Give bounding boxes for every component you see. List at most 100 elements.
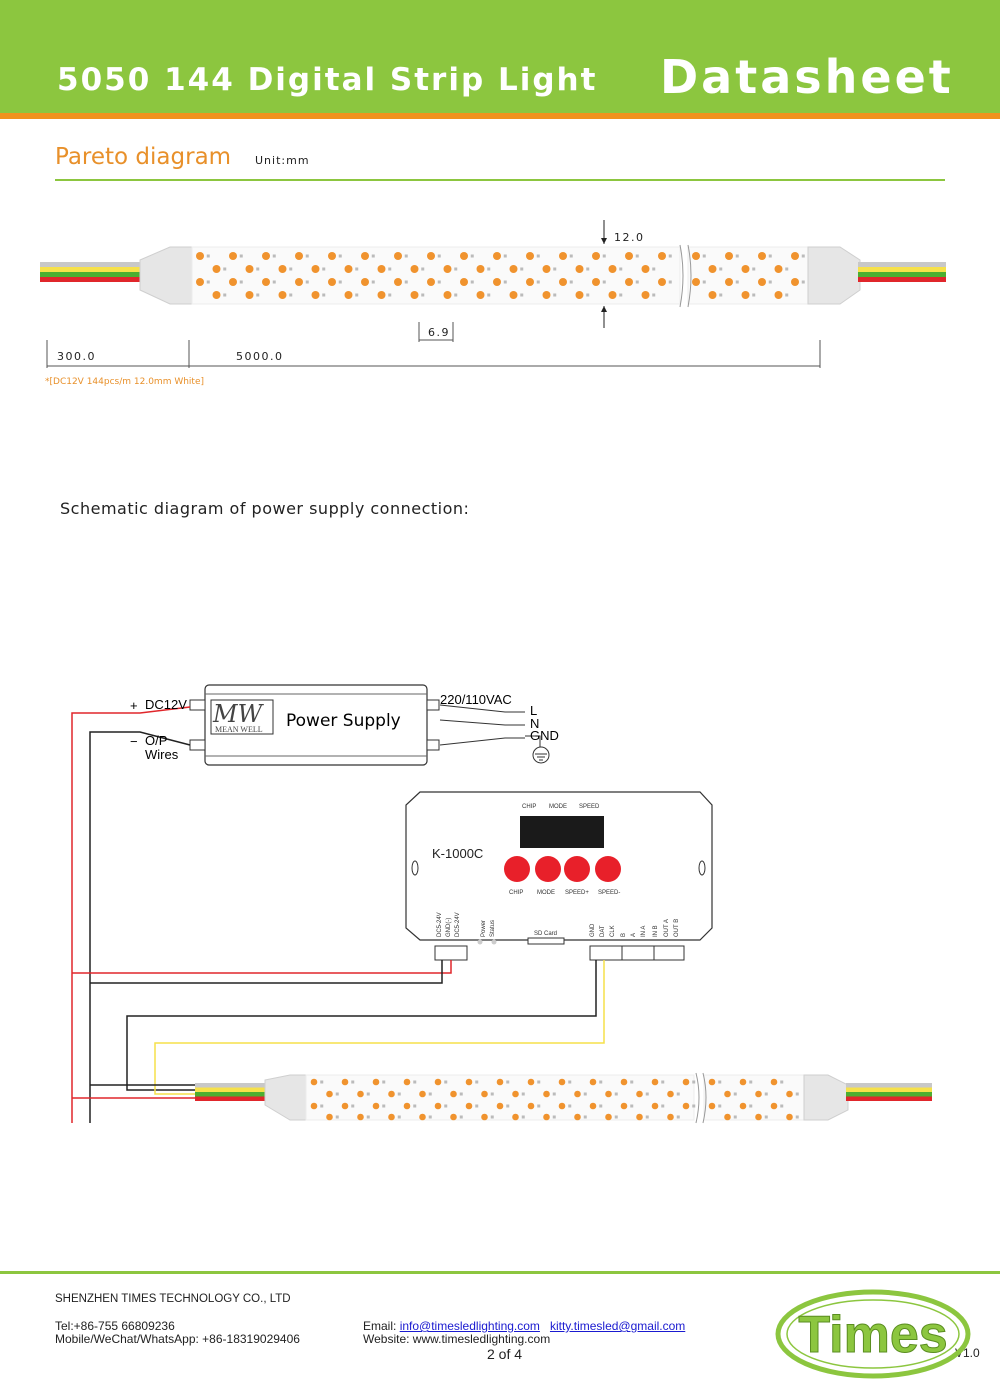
footer-rule [0,1271,1000,1274]
led-dot [636,1113,643,1121]
led-dot [620,1102,628,1110]
led-dot [427,252,435,260]
led-dot [739,1078,747,1086]
led-dot [388,1090,395,1098]
led-dot [575,291,584,299]
led-dot [682,1102,690,1110]
led-chip [733,1115,737,1119]
led-chip [583,1092,587,1096]
led-dot [527,1102,535,1110]
strip-leds [196,252,805,299]
led-chip [520,293,524,297]
led-dot [542,265,551,273]
led-chip [552,1115,556,1119]
led-dot [755,1090,762,1098]
led-chip [586,293,590,297]
led-dot [641,265,650,273]
led-dot [310,1102,318,1110]
led-dot [434,1078,442,1086]
section-title-pareto: Pareto diagram [55,144,232,170]
controller-display [520,816,604,848]
led-chip [404,254,408,258]
led-chip [635,254,639,258]
led-chip [619,293,623,297]
led-chip [521,1092,525,1096]
led-chip [454,267,458,271]
led-chip [630,1080,634,1084]
led-dot [357,1113,364,1121]
led-dot [509,265,518,273]
led-dot [344,265,353,273]
terminal-out-7: IN B [653,925,659,937]
led-chip [752,267,756,271]
led-dot [512,1113,519,1121]
led-chip [645,1092,649,1096]
led-chip [599,1104,603,1108]
led-dot [592,252,600,260]
led-dot [212,265,221,273]
led-chip [520,267,524,271]
led-dot [739,1102,747,1110]
led-chip [437,254,441,258]
led-dot [496,1078,504,1086]
ac-label: 220/110VAC [440,692,512,707]
led-dot [741,291,750,299]
led-dot [542,291,551,299]
led-chip [322,267,326,271]
led-dot [328,252,336,260]
led-chip [630,1104,634,1108]
strip-dimension-diagram [40,220,946,368]
led-dot [278,291,287,299]
led-dot [708,1078,716,1086]
led-dot [311,265,320,273]
led-dot [196,278,204,286]
led-chip [764,1092,768,1096]
button-label-speed-up: SPEED+ [565,890,589,896]
led-chip [366,1092,370,1096]
led-dot [493,252,501,260]
led-chip [735,280,739,284]
led-chip [421,267,425,271]
email-link-info[interactable]: info@timesledlighting.com [399,1319,540,1333]
led-chip [366,1115,370,1119]
ac-n: N [530,716,540,731]
led-chip [733,1092,737,1096]
led-dot [574,1090,581,1098]
led-dot [658,278,666,286]
led-dot [692,252,700,260]
led-chip [206,254,210,258]
op-label: O/P [145,733,168,748]
doc-type-title: Datasheet [660,50,954,104]
led-dot [692,278,700,286]
led-dot [625,252,633,260]
led-dot [770,1102,778,1110]
led-dot [443,291,452,299]
led-chip [397,1092,401,1096]
led-chip [459,1115,463,1119]
led-dot [361,278,369,286]
led-dot [708,265,717,273]
led-dot [543,1090,550,1098]
led-dot [791,252,799,260]
led-dot [724,1090,731,1098]
led-chip [676,1115,680,1119]
led-chip [652,293,656,297]
led-dot [341,1102,349,1110]
email-link-kitty[interactable]: kitty.timesled@gmail.com [549,1319,686,1333]
led-dot [589,1078,597,1086]
led-dot [682,1078,690,1086]
led-dot [377,265,386,273]
led-chip [553,267,557,271]
led-dot [481,1113,488,1121]
display-label-mode: MODE [549,804,567,810]
led-chip [552,1092,556,1096]
terminal-power-3: DC5-24V [455,912,461,937]
led-dot [465,1078,473,1086]
button-speed-down [595,856,621,882]
led-chip [413,1104,417,1108]
footer-website: Website: www.timesledlighting.com [363,1332,551,1346]
led-dot [770,1078,778,1086]
led-dot [476,291,485,299]
button-label-mode: MODE [537,890,555,896]
led-dot [394,252,402,260]
